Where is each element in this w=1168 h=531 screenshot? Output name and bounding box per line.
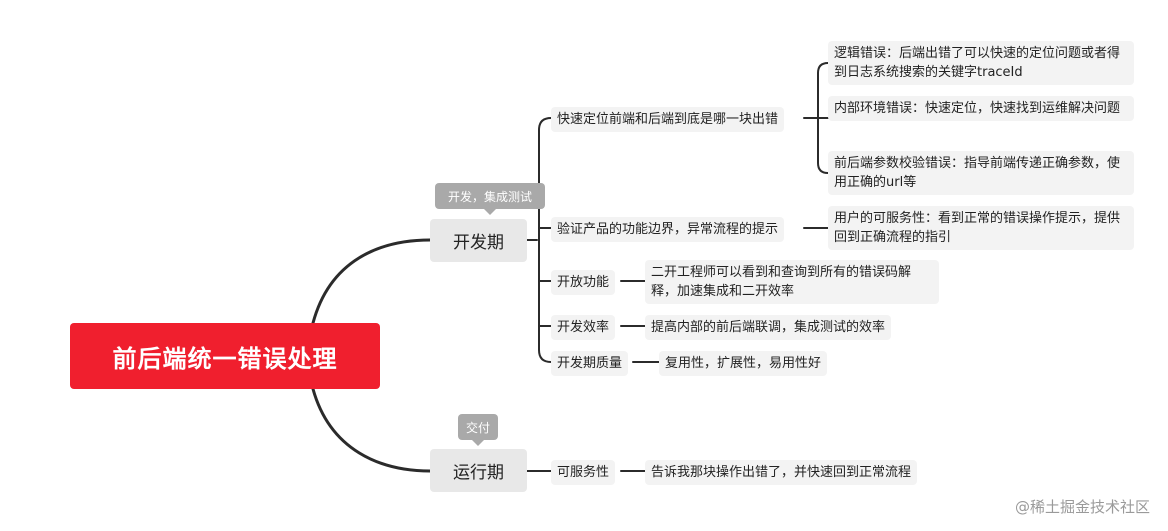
leaf-tell-error-location[interactable]: 告诉我那块操作出错了，并快速回到正常流程 bbox=[645, 460, 918, 485]
node-dev-efficiency[interactable]: 开发效率 bbox=[551, 315, 616, 340]
leaf-logic-error[interactable]: 逻辑错误：后端出错了可以快速的定位问题或者得到日志系统搜索的关键字traceId bbox=[828, 41, 1134, 85]
leaf-reusability[interactable]: 复用性，扩展性，易用性好 bbox=[659, 351, 828, 376]
dev-phase-tag-arrow bbox=[484, 209, 496, 215]
root-node[interactable]: 前后端统一错误处理 bbox=[70, 323, 380, 389]
run-phase-tag-arrow bbox=[472, 440, 484, 446]
node-verify-boundary[interactable]: 验证产品的功能边界，异常流程的提示 bbox=[551, 217, 785, 242]
node-open-function[interactable]: 开放功能 bbox=[551, 270, 616, 295]
branch-dev-phase[interactable]: 开发期 bbox=[430, 219, 527, 262]
leaf-integration-efficiency[interactable]: 提高内部的前后端联调，集成测试的效率 bbox=[645, 315, 892, 340]
leaf-error-code-explanation[interactable]: 二开工程师可以看到和查询到所有的错误码解释，加速集成和二开效率 bbox=[645, 260, 939, 304]
run-phase-tag: 交付 bbox=[458, 414, 498, 440]
node-locate-error[interactable]: 快速定位前端和后端到底是哪一块出错 bbox=[551, 107, 785, 132]
leaf-param-validation-error[interactable]: 前后端参数校验错误：指导前端传递正确参数，使用正确的url等 bbox=[828, 151, 1134, 195]
dev-branch-bracket bbox=[538, 117, 552, 363]
leaf-user-serviceability[interactable]: 用户的可服务性：看到正常的错误操作提示，提供回到正确流程的指引 bbox=[828, 206, 1134, 250]
root-to-run-line bbox=[311, 387, 432, 473]
root-to-dev-line bbox=[311, 238, 432, 325]
node-dev-quality[interactable]: 开发期质量 bbox=[551, 351, 629, 376]
branch-run-phase[interactable]: 运行期 bbox=[430, 449, 527, 492]
leaf-internal-env-error[interactable]: 内部环境错误：快速定位，快速找到运维解决问题 bbox=[828, 96, 1134, 121]
dev-phase-tag: 开发，集成测试 bbox=[435, 183, 545, 209]
watermark: @稀土掘金技术社区 bbox=[1014, 498, 1150, 516]
node-serviceability[interactable]: 可服务性 bbox=[551, 460, 616, 485]
